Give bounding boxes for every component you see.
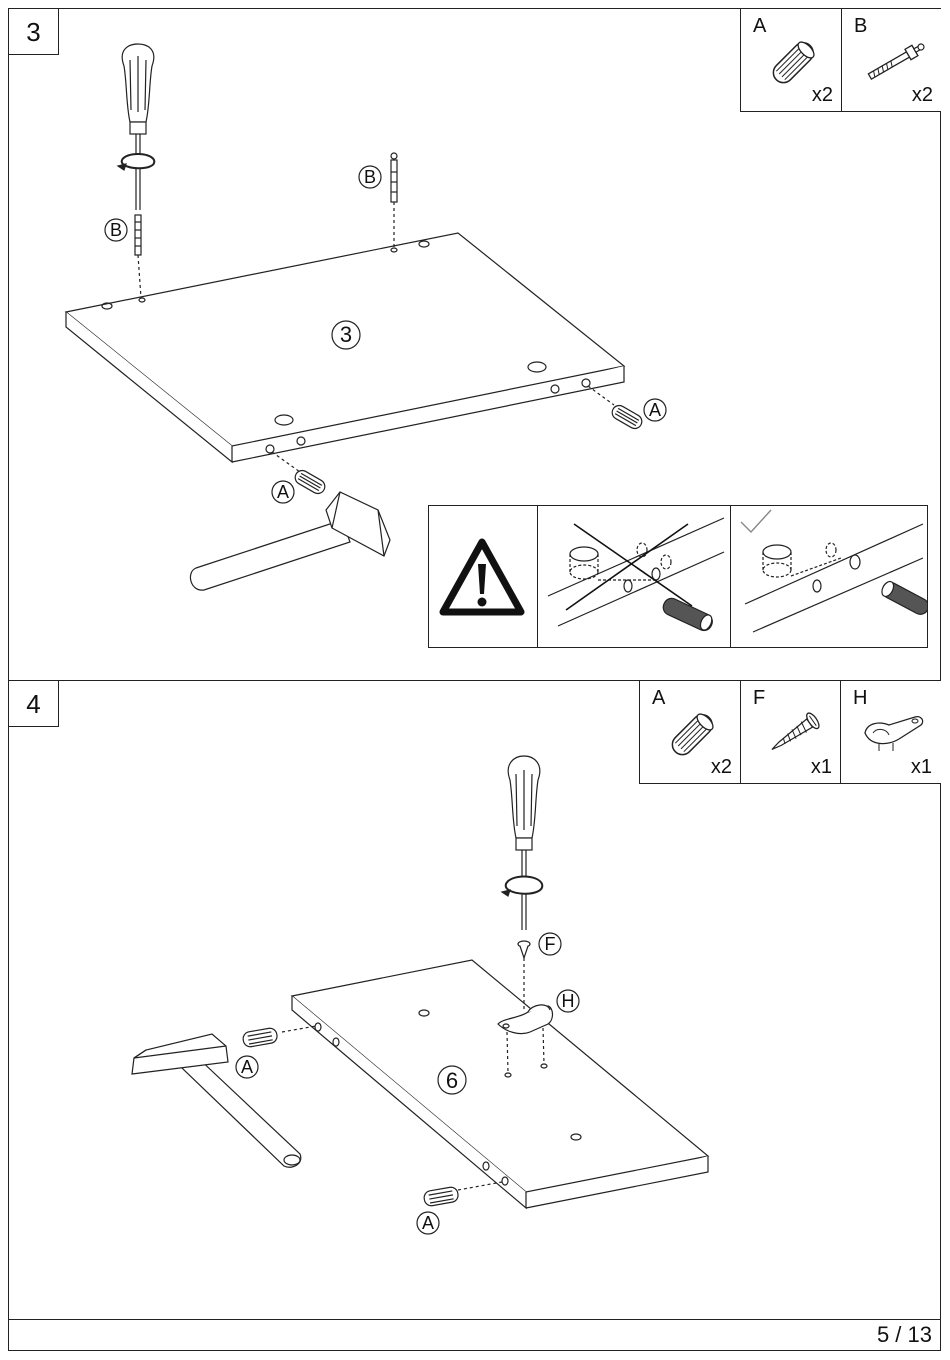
wrong-insertion-cell [537, 506, 730, 647]
footer-divider [8, 1319, 941, 1320]
callout-b: B [110, 220, 122, 240]
check-mark-icon [741, 510, 771, 532]
screwdriver-icon [118, 44, 154, 210]
part-quantity: x2 [711, 756, 732, 779]
callout-a: A [277, 482, 289, 502]
callout-a: A [649, 400, 661, 420]
part-f: F x1 [740, 681, 840, 783]
callout-b: B [364, 167, 376, 187]
part-a: A x2 [640, 681, 740, 783]
part-h: H x1 [840, 681, 940, 783]
step-number: 4 [9, 681, 59, 727]
cross-mark-icon [566, 524, 692, 610]
correct-insertion-drawing [731, 506, 927, 647]
part-quantity: x1 [911, 756, 932, 779]
warning-panel [428, 505, 928, 648]
wooden-dowel-icon [879, 580, 926, 618]
correct-insertion-cell [730, 506, 927, 647]
cam-bolt-icon [135, 153, 397, 255]
hammer-icon [190, 492, 390, 590]
parts-list: A x2 F x [639, 681, 941, 784]
wooden-dowel-icon [660, 596, 714, 633]
wrong-insertion-drawing [538, 506, 730, 647]
warning-triangle-icon [429, 506, 535, 647]
warning-cell [429, 506, 537, 647]
part-quantity: x1 [811, 756, 832, 779]
page-number: 5 / 13 [877, 1322, 932, 1348]
panel-label: 3 [340, 322, 352, 347]
